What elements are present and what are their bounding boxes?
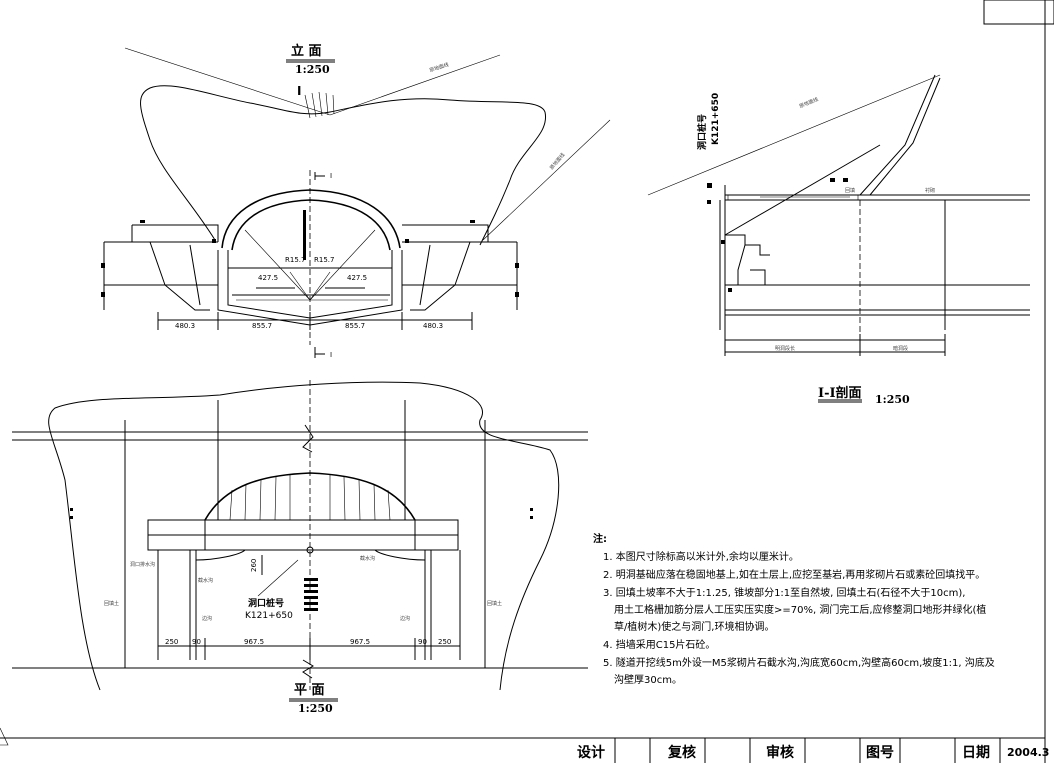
title-block: 设计 复核 审核 图号 日期 2004.3 (577, 738, 1049, 763)
svg-text:原地面线: 原地面线 (428, 61, 449, 74)
svg-text:边沟: 边沟 (202, 615, 212, 622)
note-line-4: 用土工格栅加筋分层人工压实压实度>=70%, 洞门完工后,应修整洞口地形并绿化(… (614, 603, 986, 616)
svg-text:截水沟: 截水沟 (360, 555, 375, 562)
section-view: I-I剖面 1:250 洞口桩号 K121+650 原地面线 衬砌 回填 明洞段… (647, 74, 1030, 406)
elevation-title: 立 面 (291, 43, 322, 59)
plan-dimension-chain: 250 90 967.5 967.5 90 250 (157, 638, 461, 660)
plan-dim-4: 967.5 (350, 638, 370, 646)
span-left: 427.5 (258, 274, 278, 282)
note-line-7: 5. 隧道开挖线5m外设一M5浆砌片石截水沟,沟底宽60cm,沟壁高60cm,坡… (603, 656, 995, 669)
plan-depth: 260 (250, 559, 258, 572)
svg-text:回填土: 回填土 (487, 600, 502, 607)
svg-text:原地面线: 原地面线 (548, 151, 566, 171)
span-right: 427.5 (347, 274, 367, 282)
radius-right: R15.7 (314, 256, 334, 264)
svg-text:截水沟: 截水沟 (198, 577, 213, 584)
retaining-walls (101, 220, 519, 311)
svg-text:洞口排水沟: 洞口排水沟 (130, 561, 155, 568)
plan-portal-label: 洞口桩号 (248, 597, 284, 609)
section-mark-top: I (330, 172, 332, 180)
note-line-2: 2. 明洞基础应落在稳固地基上,如在土层上,应挖至基岩,再用浆砌片石或素砼回填找… (603, 568, 985, 581)
radius-left: R15.7 (285, 256, 305, 264)
notes-heading: 注: (593, 532, 607, 545)
plan-dim-3: 967.5 (244, 638, 264, 646)
plan-dim-2: 90 (192, 638, 201, 646)
plan-dim-1: 250 (165, 638, 178, 646)
dim-right-outer: 480.3 (423, 322, 443, 330)
section-portal-label: 洞口桩号 (696, 114, 708, 150)
plan-portal-value: K121+650 (245, 611, 293, 621)
note-line-1: 1. 本图尺寸除标高以米计外,余均以厘米计。 (603, 550, 799, 563)
date-label: 日期 (962, 745, 990, 761)
note-line-6: 4. 挡墙采用C15片石砼。 (603, 638, 715, 651)
section-portal-value: K121+650 (711, 93, 721, 145)
svg-text:明洞段长: 明洞段长 (775, 345, 795, 352)
elevation-scale: 1:250 (295, 63, 330, 76)
dim-right-inner: 855.7 (345, 322, 365, 330)
svg-text:回填: 回填 (845, 187, 855, 194)
dim-left-inner: 855.7 (252, 322, 272, 330)
plan-view: 平 面 1:250 (12, 380, 588, 715)
elevation-section-mark: I (297, 84, 301, 98)
drawing-number-label: 图号 (866, 745, 894, 761)
dim-left-outer: 480.3 (175, 322, 195, 330)
section-scale: 1:250 (875, 393, 910, 406)
svg-text:原地面线: 原地面线 (798, 96, 819, 110)
plan-title: 平 面 (294, 683, 325, 698)
date-value: 2004.3 (1007, 746, 1049, 759)
plan-dim-5: 90 (418, 638, 427, 646)
design-label: 设计 (577, 744, 605, 761)
corner-marker-icon (0, 727, 9, 746)
svg-text:边沟: 边沟 (400, 615, 410, 622)
check-label: 复核 (667, 744, 696, 761)
svg-text:回填土: 回填土 (104, 600, 119, 607)
review-label: 审核 (766, 744, 794, 761)
note-line-5: 草/植树木)使之与洞门,环境相协调。 (614, 620, 774, 633)
section-mark-bottom: I (330, 351, 332, 359)
plan-scale: 1:250 (298, 702, 333, 715)
section-title: I-I剖面 (818, 385, 862, 401)
plan-dim-6: 250 (438, 638, 451, 646)
note-line-8: 沟壁厚30cm。 (614, 673, 682, 686)
notes: 注: 1. 本图尺寸除标高以米计外,余均以厘米计。 2. 明洞基础应落在稳固地基… (593, 532, 995, 686)
svg-text:衬砌: 衬砌 (925, 187, 935, 194)
elevation-view: 立 面 1:250 I 原地面线 原地面线 R15.7 R15.7 427.5 (101, 43, 611, 359)
note-line-3: 3. 回填土坡率不大于1:1.25, 锥坡部分1:1至自然坡, 回填土石(石径不… (603, 586, 965, 599)
svg-text:暗洞段: 暗洞段 (893, 345, 908, 352)
